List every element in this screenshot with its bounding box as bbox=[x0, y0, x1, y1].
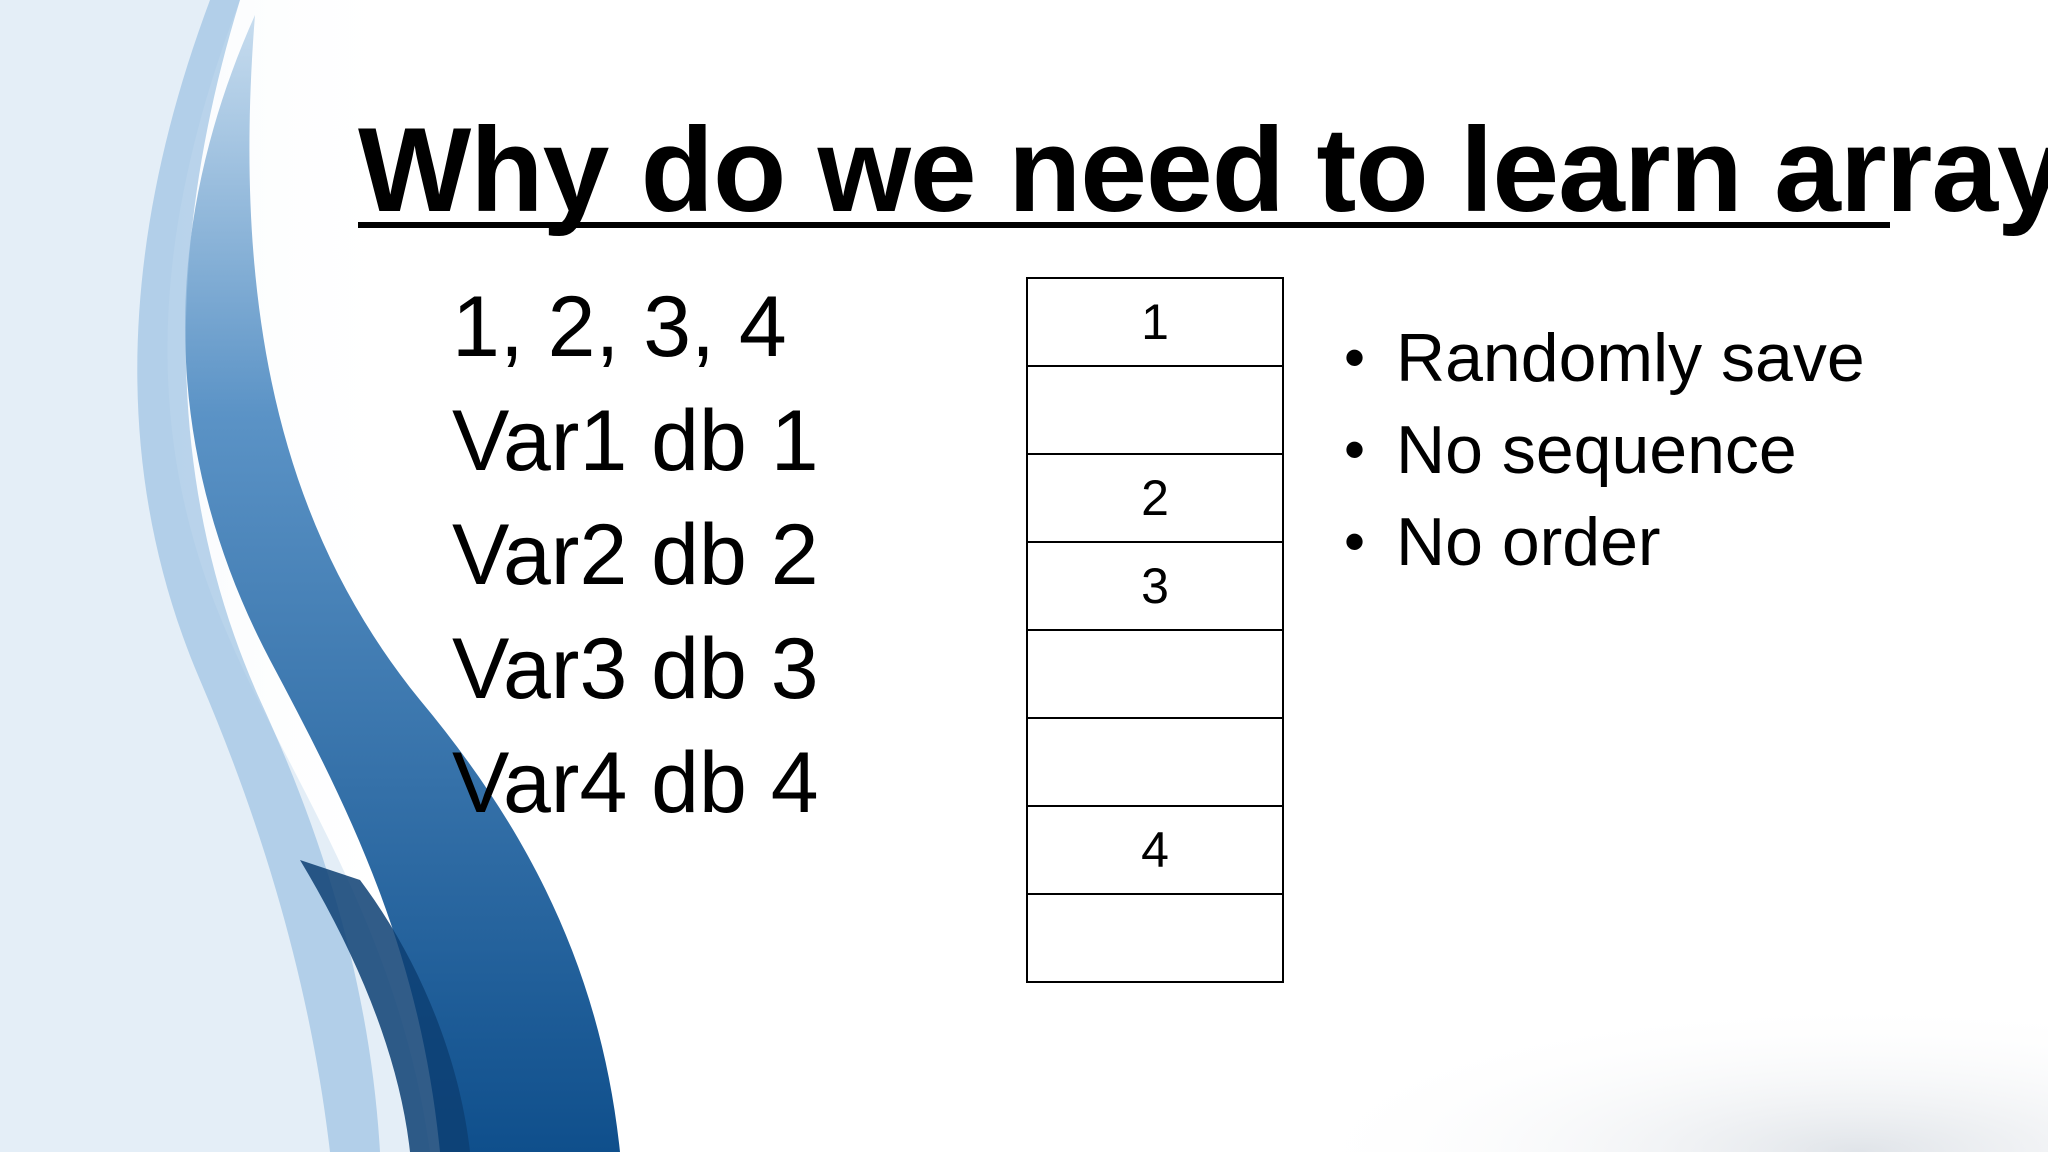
memory-cells-diagram: 1 2 3 4 bbox=[1026, 277, 1284, 983]
bullet-text: Randomly save bbox=[1396, 320, 1865, 396]
memory-cell: 3 bbox=[1028, 543, 1282, 631]
code-line: Var3 db 3 bbox=[452, 621, 819, 717]
bullet-item: • No sequence bbox=[1344, 404, 1984, 496]
code-line: Var2 db 2 bbox=[452, 507, 819, 603]
title-underline bbox=[358, 222, 1890, 228]
bullet-text: No sequence bbox=[1396, 412, 1797, 488]
memory-cell: 2 bbox=[1028, 455, 1282, 543]
bullet-icon: • bbox=[1344, 416, 1366, 483]
code-line: 1, 2, 3, 4 bbox=[452, 279, 787, 375]
memory-cell bbox=[1028, 367, 1282, 455]
bullet-item: • Randomly save bbox=[1344, 312, 1984, 404]
memory-cell: 4 bbox=[1028, 807, 1282, 895]
slide-title: Why do we need to learn array? bbox=[358, 103, 2048, 237]
bullet-icon: • bbox=[1344, 324, 1366, 391]
memory-cell: 1 bbox=[1028, 279, 1282, 367]
memory-cell bbox=[1028, 895, 1282, 983]
code-line: Var4 db 4 bbox=[452, 735, 819, 831]
memory-cell bbox=[1028, 719, 1282, 807]
bullet-text: No order bbox=[1396, 504, 1661, 580]
bullet-list: • Randomly save • No sequence • No order bbox=[1344, 312, 1984, 588]
bullet-icon: • bbox=[1344, 508, 1366, 575]
memory-cell bbox=[1028, 631, 1282, 719]
variable-declarations: 1, 2, 3, 4 Var1 db 1 Var2 db 2 Var3 db 3… bbox=[452, 270, 819, 840]
bullet-item: • No order bbox=[1344, 496, 1984, 588]
code-line: Var1 db 1 bbox=[452, 393, 819, 489]
